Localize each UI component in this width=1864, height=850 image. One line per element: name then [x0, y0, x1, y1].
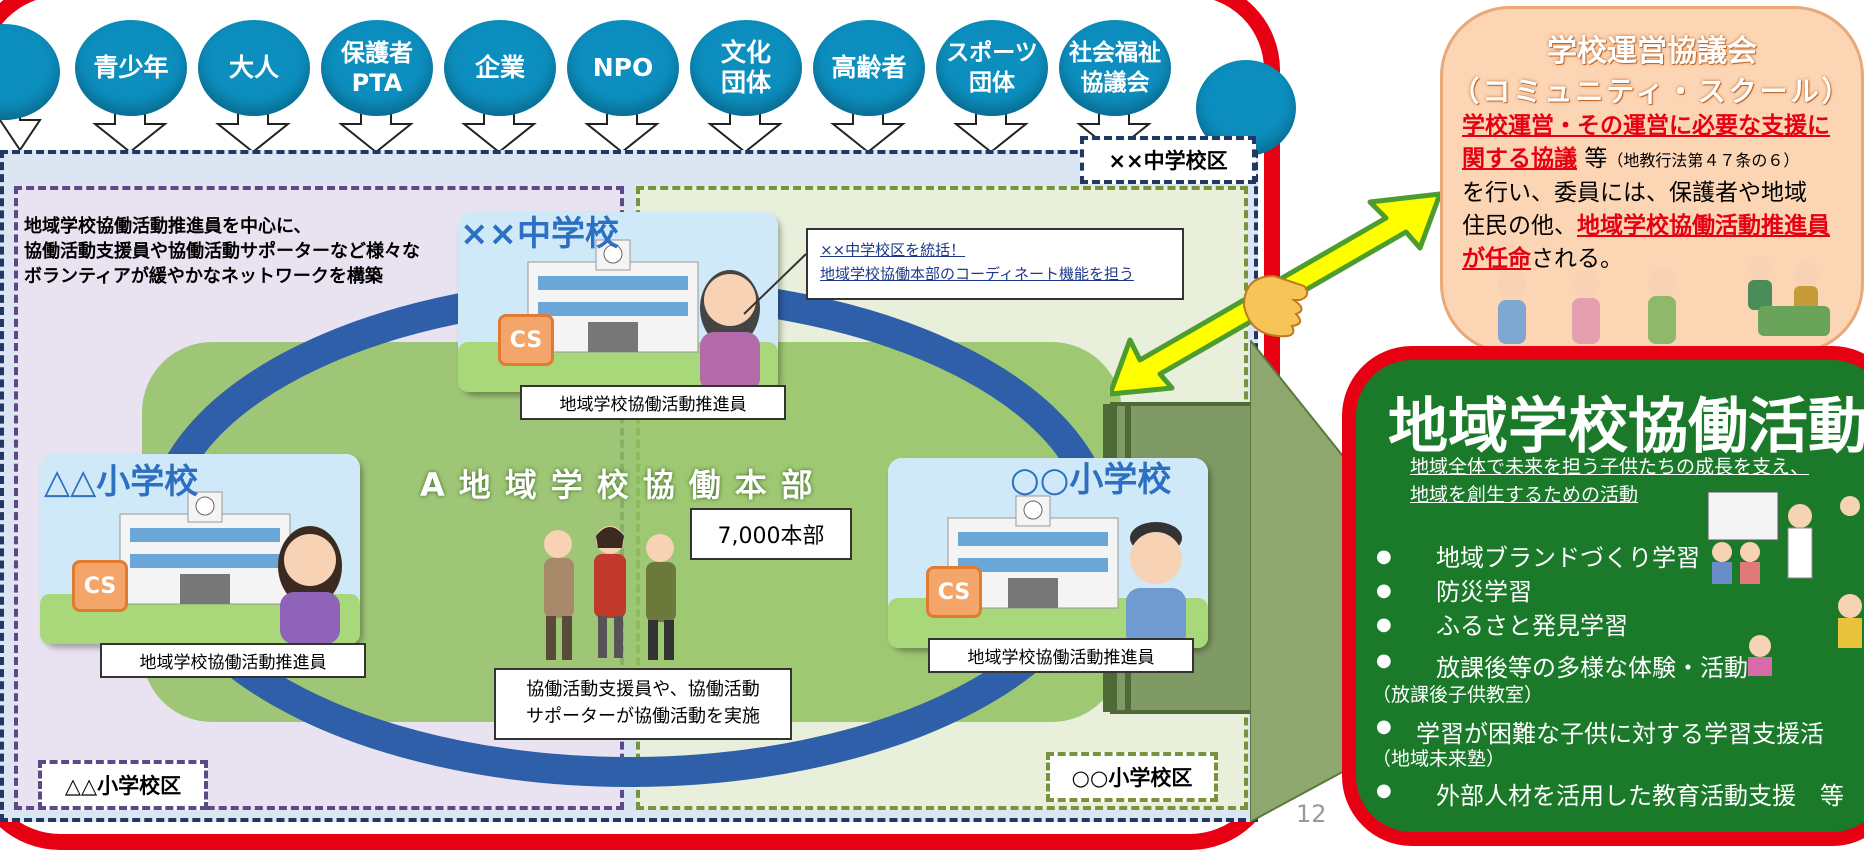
- activity-item: 外部人材を活用した教育活動支援 等: [1436, 782, 1844, 810]
- middle-school-name: ××中学校: [460, 214, 619, 254]
- council-members-icon: [1498, 256, 1830, 344]
- district-badge: ××中学校区: [1080, 136, 1256, 184]
- council-text: される。: [1531, 246, 1623, 272]
- triangle-district-badge: △△小学校区: [38, 760, 208, 810]
- callout-line: ××中学校区を統括！: [820, 241, 966, 259]
- coordinator-callout: ××中学校区を統括！ 地域学校協働本部のコーディネート機能を担う: [806, 228, 1184, 300]
- council-red-text: が任命: [1462, 246, 1531, 272]
- org-bubble: 社会福祉 協議会: [1059, 20, 1171, 116]
- circle-school-name: ○○小学校: [1010, 460, 1172, 500]
- page-number: 12: [1296, 800, 1327, 828]
- cs-badge: CS: [926, 566, 982, 618]
- activity-bullets: ●●●: [1376, 546, 1392, 635]
- coordinator-label: 地域学校協働活動推進員: [100, 643, 366, 678]
- callout-line: 地域学校協働本部のコーディネート機能を担う: [820, 265, 1134, 283]
- bullet-icon: ●: [1376, 650, 1392, 671]
- callout-pointer: [743, 253, 807, 315]
- org-bubble: NPO: [567, 20, 679, 116]
- org-bubble: 高齢者: [813, 20, 925, 116]
- volunteers-icon: [544, 526, 676, 660]
- council-title: 学校運営協議会: [1547, 34, 1757, 69]
- org-bubble: 青少年: [75, 20, 187, 116]
- activity-item: 地域ブランドづくり学習: [1436, 544, 1700, 572]
- council-description: 学校運営・その運営に必要な支援に 関する協議 等（地教行法第４７条の６） を行い…: [1462, 110, 1830, 276]
- cs-badge: CS: [498, 314, 554, 366]
- network-line: ボランティアが緩やかなネットワークを構築: [24, 266, 383, 287]
- coordinator-label: 地域学校協働活動推進員: [928, 638, 1194, 673]
- activity-desc: 地域を創生するための活動: [1410, 484, 1639, 506]
- council-subtitle: （コミュニティ・スクール）: [1451, 75, 1853, 108]
- org-bubble: 保護者 PTA: [321, 20, 433, 116]
- support-line: サポーターが協働活動を実施: [526, 706, 760, 727]
- school-building-icon: [40, 454, 360, 644]
- council-text: 等: [1584, 146, 1608, 172]
- bullet-icon: ●: [1376, 780, 1392, 801]
- activity-desc: 地域全体で未来を担う子供たちの成長を支え、: [1410, 456, 1810, 478]
- org-bubble: 大人: [198, 20, 310, 116]
- triangle-school-name: △△小学校: [44, 462, 199, 502]
- org-bubble: 文化 団体: [690, 20, 802, 116]
- council-text: を行い、委員には、保護者や地域: [1462, 180, 1807, 206]
- hq-title: A地域学校協働本部: [420, 466, 827, 504]
- activity-item: 学習が困難な子供に対する学習支援活: [1416, 720, 1824, 748]
- activity-sub: （地域未来塾）: [1372, 748, 1506, 770]
- circle-district-badge: ○○小学校区: [1046, 752, 1218, 802]
- activity-box: [1342, 346, 1864, 846]
- council-red-text: 学校運営・その運営に必要な支援に: [1462, 113, 1830, 139]
- hq-count-box: 7,000本部: [690, 508, 852, 560]
- network-line: 協働活動支援員や協働活動サポーターなど様々な: [24, 241, 420, 262]
- council-red-text: 関する協議: [1462, 146, 1577, 172]
- school-card: [458, 212, 778, 392]
- network-description: 地域学校協働活動推進員を中心に、 協働活動支援員や協働活動サポーターなど様々な …: [24, 214, 420, 289]
- activity-title: 地域学校協働活動: [1388, 392, 1864, 462]
- activity-item: ふるさと発見学習: [1436, 612, 1628, 640]
- network-line: 地域学校協働活動推進員を中心に、: [24, 216, 312, 237]
- funnel-shape: [1250, 340, 1347, 822]
- support-text-box: 協働活動支援員や、協働活動 サポーターが協働活動を実施: [494, 668, 792, 740]
- activity-sub: （放課後子供教室）: [1372, 684, 1544, 706]
- council-red-text: 地域学校協働活動推進員: [1577, 213, 1830, 239]
- support-line: 協働活動支援員や、協働活動: [526, 679, 760, 700]
- council-text: 住民の他、: [1462, 213, 1577, 239]
- activity-item: 防災学習: [1436, 578, 1532, 606]
- org-bubble: スポーツ 団体: [936, 20, 1048, 116]
- activity-item: 放課後等の多様な体験・活動: [1436, 654, 1748, 682]
- bullet-icon: ●: [1376, 716, 1392, 737]
- cs-badge: CS: [72, 560, 128, 612]
- coordinator-label: 地域学校協働活動推進員: [520, 385, 786, 420]
- children-learning-icon: [1707, 491, 1862, 676]
- school-card: [40, 454, 360, 644]
- hand-icon: [1242, 274, 1309, 338]
- council-law-note: （地教行法第４７条の６）: [1607, 151, 1800, 170]
- org-bubble: 企業: [444, 20, 556, 116]
